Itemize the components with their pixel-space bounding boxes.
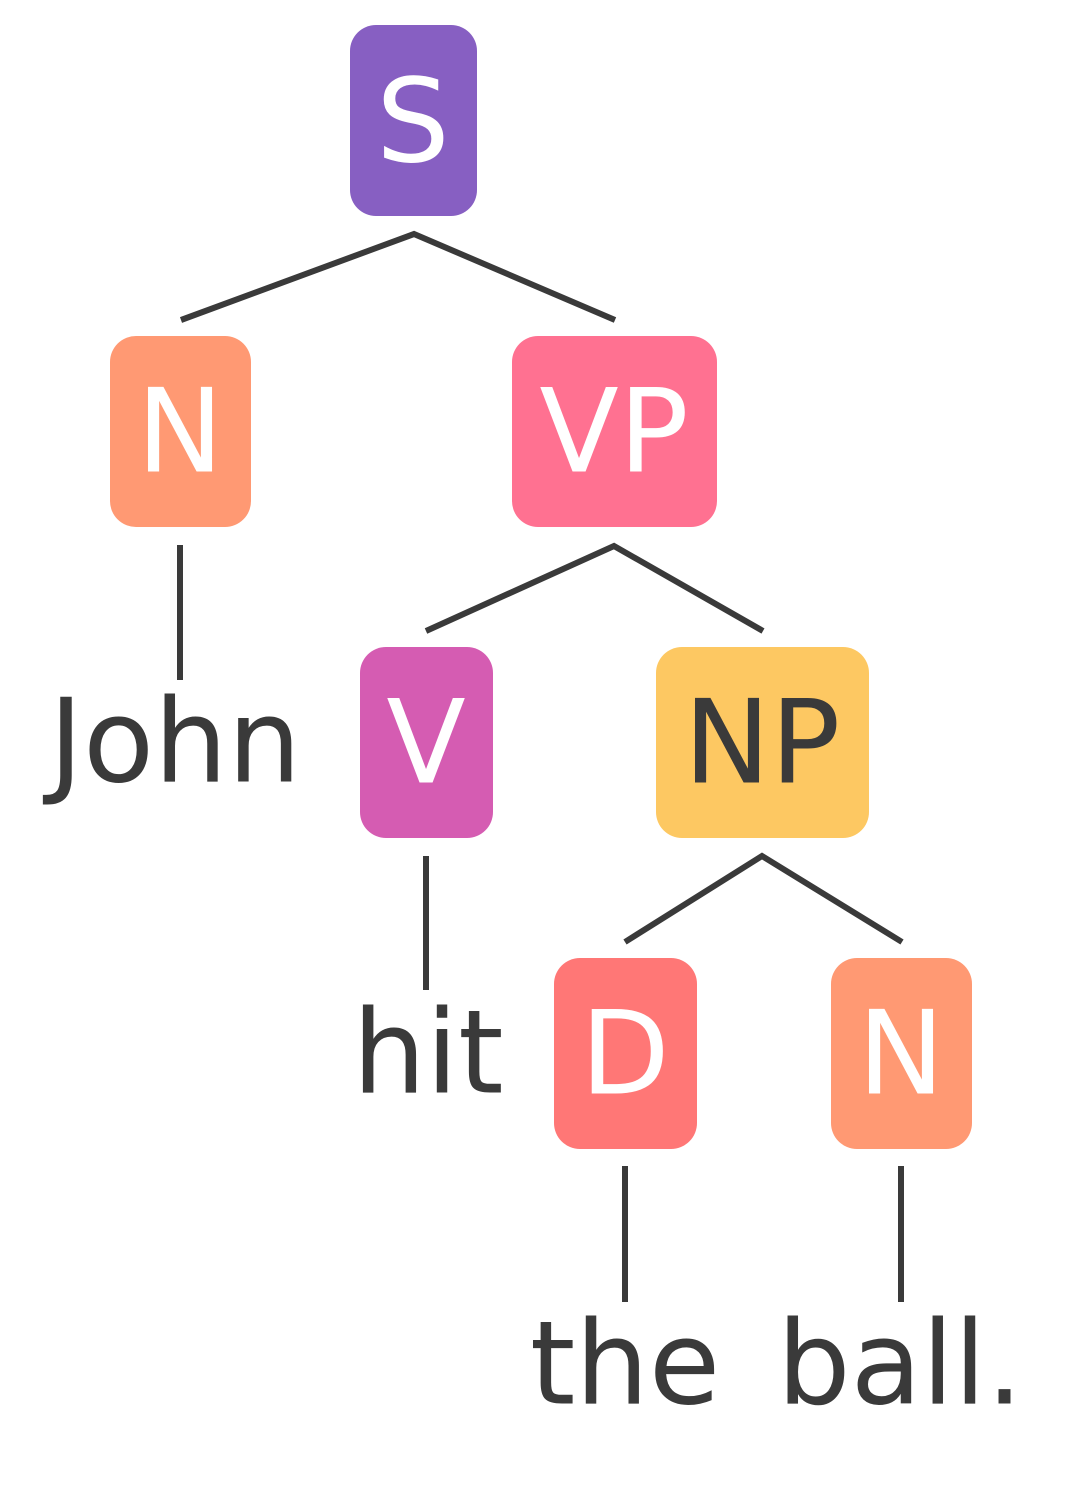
word-the: the <box>530 1297 720 1432</box>
word-ball: ball. <box>777 1297 1023 1432</box>
node-np-box <box>656 647 869 838</box>
node-s: S <box>350 25 477 216</box>
node-vp: VP <box>512 336 717 527</box>
word-hit: hit <box>352 986 503 1121</box>
node-n-object: N <box>831 958 972 1149</box>
node-v-box <box>360 647 493 838</box>
edge-np-children <box>623 852 904 945</box>
node-np: NP <box>656 647 869 838</box>
node-s-box <box>350 25 477 216</box>
node-vp-box <box>512 336 717 527</box>
node-v: V <box>360 647 493 838</box>
tree-edges <box>177 230 904 1302</box>
edge-vp-children <box>424 542 765 634</box>
node-vp-label: VP <box>539 365 688 500</box>
node-s-label: S <box>376 55 450 190</box>
node-np-label: NP <box>684 676 841 811</box>
word-john: John <box>43 675 301 810</box>
node-d-box <box>554 958 697 1149</box>
edge-s-children <box>179 230 617 323</box>
node-v-label: V <box>386 676 465 811</box>
node-n-object-label: N <box>858 987 945 1122</box>
node-d-label: D <box>580 987 669 1122</box>
node-n-subject: N <box>110 336 251 527</box>
node-n-object-box <box>831 958 972 1149</box>
node-d: D <box>554 958 697 1149</box>
node-n-subject-box <box>110 336 251 527</box>
node-n-subject-label: N <box>137 365 224 500</box>
